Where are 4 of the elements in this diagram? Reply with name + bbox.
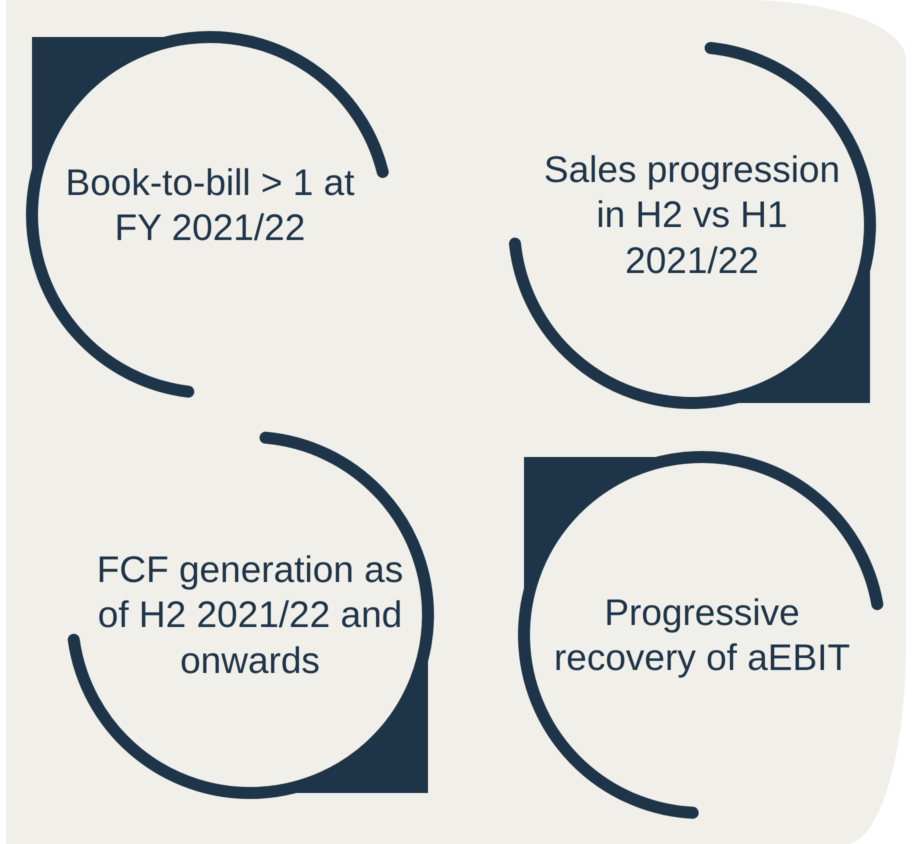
node-text: FCF generation as of H2 2021/22 and onwards xyxy=(96,548,404,683)
node-text: Book-to-bill > 1 at FY 2021/22 xyxy=(64,160,356,250)
node-text: Progressive recovery of aEBIT xyxy=(552,590,852,680)
node-text: Sales progression in H2 vs H1 2021/22 xyxy=(542,148,842,283)
